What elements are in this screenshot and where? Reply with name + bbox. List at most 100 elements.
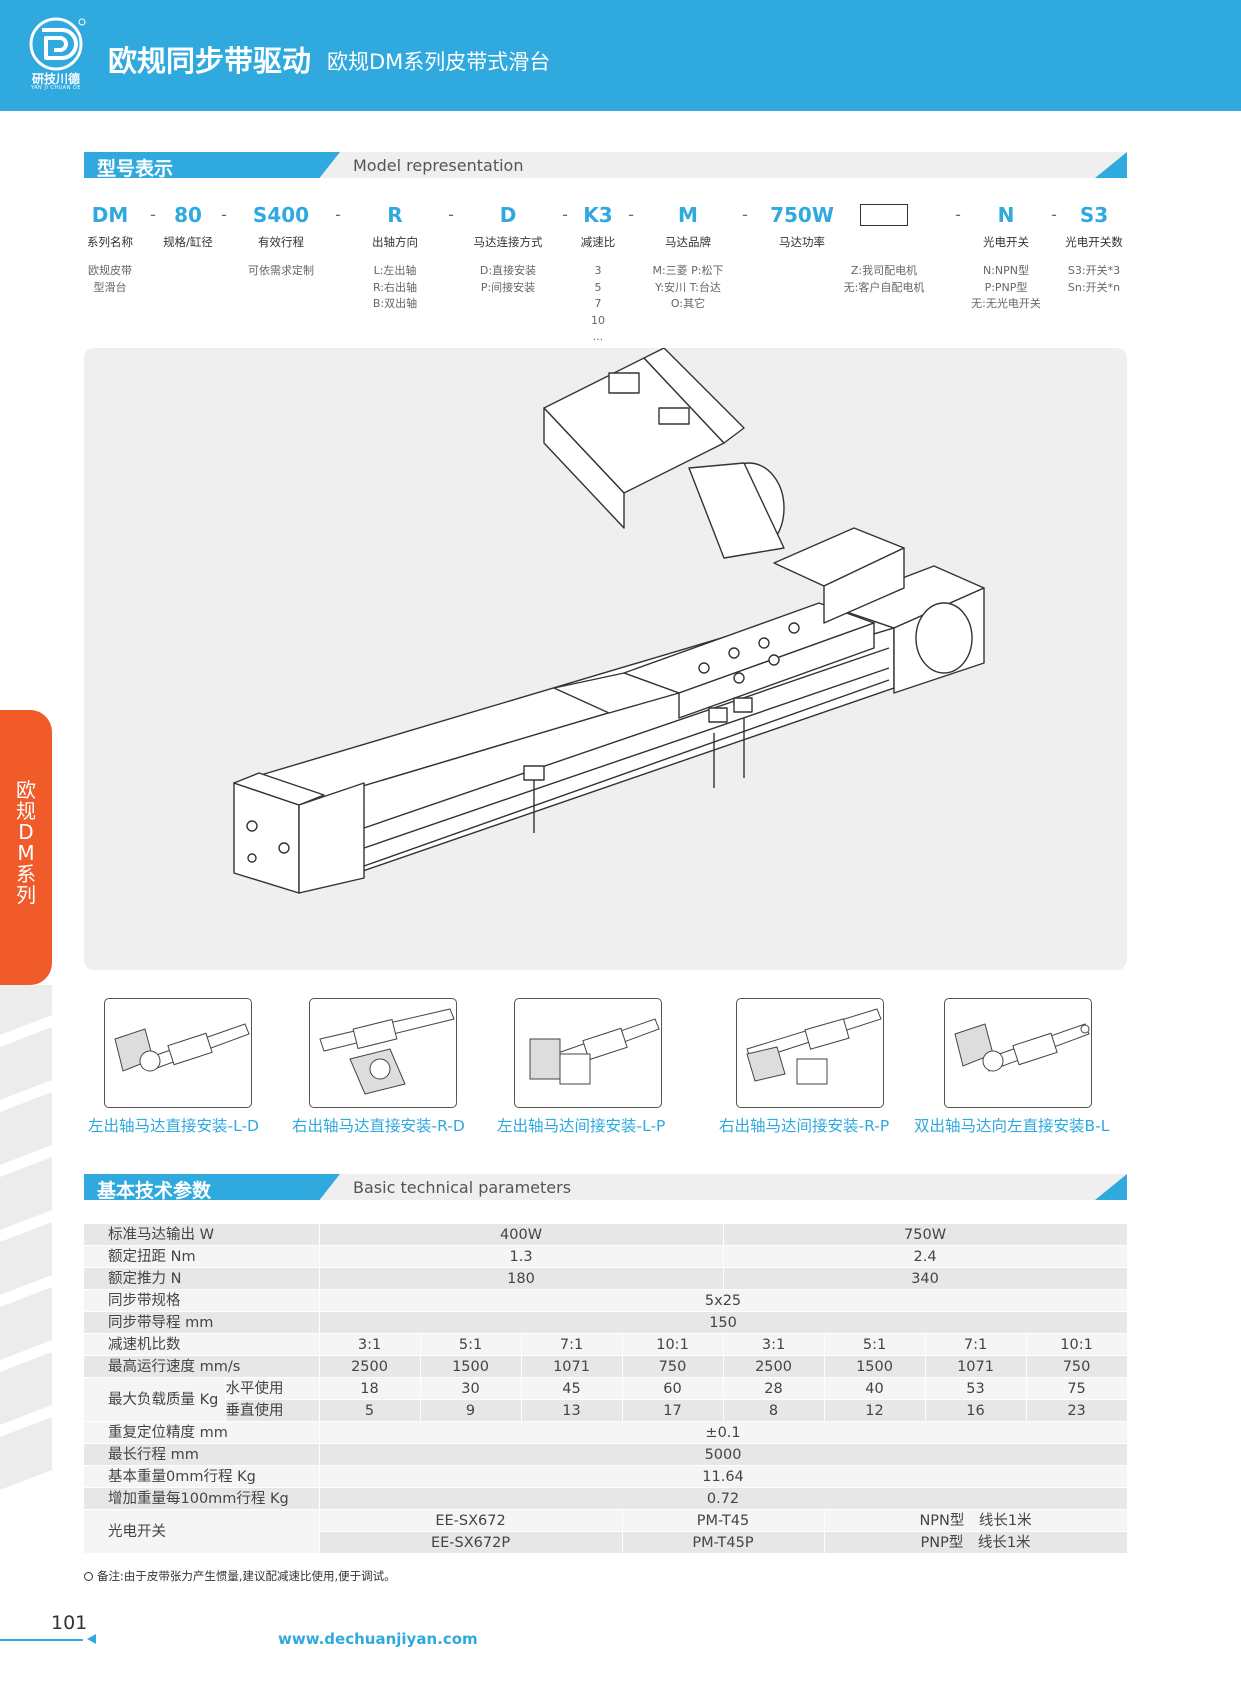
spec-value: 150 (319, 1311, 1128, 1334)
section-corner (1095, 1174, 1127, 1200)
thumbnail-R-D (309, 998, 457, 1108)
caption-R-D: 右出轴马达直接安装-R-D (292, 1117, 465, 1135)
model-code-label: 规格/缸径 (163, 235, 213, 249)
spec-value: 30 (420, 1377, 522, 1400)
model-code-options: N:NPN型 P:PNP型 无:无光电开关 (971, 264, 1041, 310)
spec-value: 0.72 (319, 1487, 1128, 1510)
spec-value: 3:1 (723, 1333, 825, 1356)
model-code-label: 马达功率 (779, 235, 825, 249)
product-illustration (84, 347, 1127, 970)
spec-value: 12 (824, 1399, 926, 1422)
spec-label: 最高运行速度 mm/s (84, 1355, 320, 1378)
table-row: 最高运行速度 mm/s 2500 1500 1071 750 2500 1500… (84, 1355, 1128, 1378)
model-dash: - (1051, 205, 1057, 224)
section-title: 基本技术参数 (97, 1180, 212, 1202)
model-code-label: 马达品牌 (665, 235, 711, 249)
table-row: EE-SX672P PM-T45P PNP型 线长1米 (84, 1531, 1128, 1554)
model-code-options: 可依需求定制 (248, 264, 314, 277)
spec-value: 5:1 (420, 1333, 522, 1356)
spec-value: 8 (723, 1399, 825, 1422)
spec-value: 1.3 (319, 1245, 724, 1268)
footer-arrow-icon (87, 1634, 96, 1644)
table-row: 基本重量0mm行程 Kg 11.64 (84, 1465, 1128, 1488)
spec-value: 5000 (319, 1443, 1128, 1466)
spec-value: 16 (925, 1399, 1027, 1422)
spec-value: 7:1 (521, 1333, 623, 1356)
model-code-options: 3 5 7 10 ... (591, 264, 605, 343)
spec-value: PNP型 线长1米 (824, 1531, 1128, 1554)
spec-value: EE-SX672P (319, 1531, 623, 1554)
spec-label: 重复定位精度 mm (84, 1421, 320, 1444)
spec-value: 750 (1026, 1355, 1128, 1378)
spec-value: 17 (622, 1399, 724, 1422)
model-code-label: 光电开关 (983, 235, 1029, 249)
spec-sublabel: 垂直使用 (225, 1399, 320, 1422)
side-decoration (0, 985, 52, 1490)
page-title: 欧规同步带驱动 (108, 44, 312, 78)
model-code: 750W (770, 203, 834, 227)
spec-label: 同步带导程 mm (84, 1311, 320, 1334)
section-corner (1095, 152, 1127, 178)
model-code: S3 (1079, 203, 1109, 227)
caption-L-D: 左出轴马达直接安装-L-D (88, 1117, 259, 1135)
section-tab: 基本技术参数 (84, 1174, 340, 1200)
spec-value: 9 (420, 1399, 522, 1422)
spec-label: 减速机比数 (84, 1333, 320, 1356)
website-link[interactable]: www.dechuanjiyan.com (278, 1630, 478, 1648)
spec-value: 11.64 (319, 1465, 1128, 1488)
spec-value: PM-T45P (622, 1531, 825, 1554)
section-title: 型号表示 (97, 158, 174, 180)
model-code-label: 马达连接方式 (473, 235, 543, 249)
spec-value: 750W (723, 1224, 1128, 1246)
model-dash: - (150, 205, 156, 224)
table-row: 减速机比数 3:1 5:1 7:1 10:1 3:1 5:1 7:1 10:1 (84, 1333, 1128, 1356)
logo-subtext: YAN JI CHUAN DE (30, 85, 82, 91)
bullet-circle-icon (84, 1572, 93, 1581)
model-code-options: D:直接安装 P:间接安装 (479, 264, 537, 294)
model-dash: - (955, 205, 961, 224)
spec-value: 1071 (925, 1355, 1027, 1378)
spec-value: 40 (824, 1377, 926, 1400)
table-row: 标准马达输出 W 400W 750W (84, 1224, 1128, 1246)
side-category-tab (0, 710, 52, 985)
model-code: M (678, 203, 698, 227)
model-code: N (997, 203, 1015, 227)
spec-label: 光电开关 (84, 1509, 320, 1554)
spec-label: 标准马达输出 W (84, 1224, 320, 1246)
spec-value: 750 (622, 1355, 724, 1378)
spec-value: 1500 (420, 1355, 522, 1378)
spec-value: EE-SX672 (319, 1509, 623, 1532)
spec-value: 5 (319, 1399, 421, 1422)
spec-sublabel: 水平使用 (225, 1377, 320, 1400)
model-dash: - (448, 205, 454, 224)
table-row: 重复定位精度 mm ±0.1 (84, 1421, 1128, 1444)
spec-value: 180 (319, 1267, 724, 1290)
table-row: 同步带规格 5x25 (84, 1289, 1128, 1312)
spec-label: 同步带规格 (84, 1289, 320, 1312)
side-category-label: 欧规DM系列 (16, 778, 36, 907)
model-dash: - (335, 205, 341, 224)
table-row: 额定推力 N 180 340 (84, 1267, 1128, 1290)
spec-label: 额定扭距 Nm (84, 1245, 320, 1268)
table-row: 同步带导程 mm 150 (84, 1311, 1128, 1334)
spec-value: 18 (319, 1377, 421, 1400)
spec-value: 340 (723, 1267, 1128, 1290)
spec-value: 2500 (723, 1355, 825, 1378)
brand-logo-icon (29, 17, 86, 71)
model-code-options: M:三菱 P:松下 Y:安川 T:台达 O:其它 (652, 264, 724, 310)
spec-value: 60 (622, 1377, 724, 1400)
spec-label: 基本重量0mm行程 Kg (84, 1465, 320, 1488)
table-row: 额定扭距 Nm 1.3 2.4 (84, 1245, 1128, 1268)
thumbnail-R-P (736, 998, 884, 1108)
tech-section-header: 基本技术参数 Basic technical parameters (84, 1174, 1127, 1200)
caption-B-L: 双出轴马达向左直接安装B-L (914, 1117, 1110, 1135)
model-dash: - (221, 205, 227, 224)
spec-value: 53 (925, 1377, 1027, 1400)
spec-value: 3:1 (319, 1333, 421, 1356)
model-code-label: 出轴方向 (372, 235, 418, 249)
spec-value: 13 (521, 1399, 623, 1422)
spec-value: 1071 (521, 1355, 623, 1378)
spec-value: 5:1 (824, 1333, 926, 1356)
table-row: 垂直使用 5 9 13 17 8 12 16 23 (84, 1399, 1128, 1422)
model-code-options: S3:开关*3 Sn:开关*n (1067, 264, 1121, 294)
